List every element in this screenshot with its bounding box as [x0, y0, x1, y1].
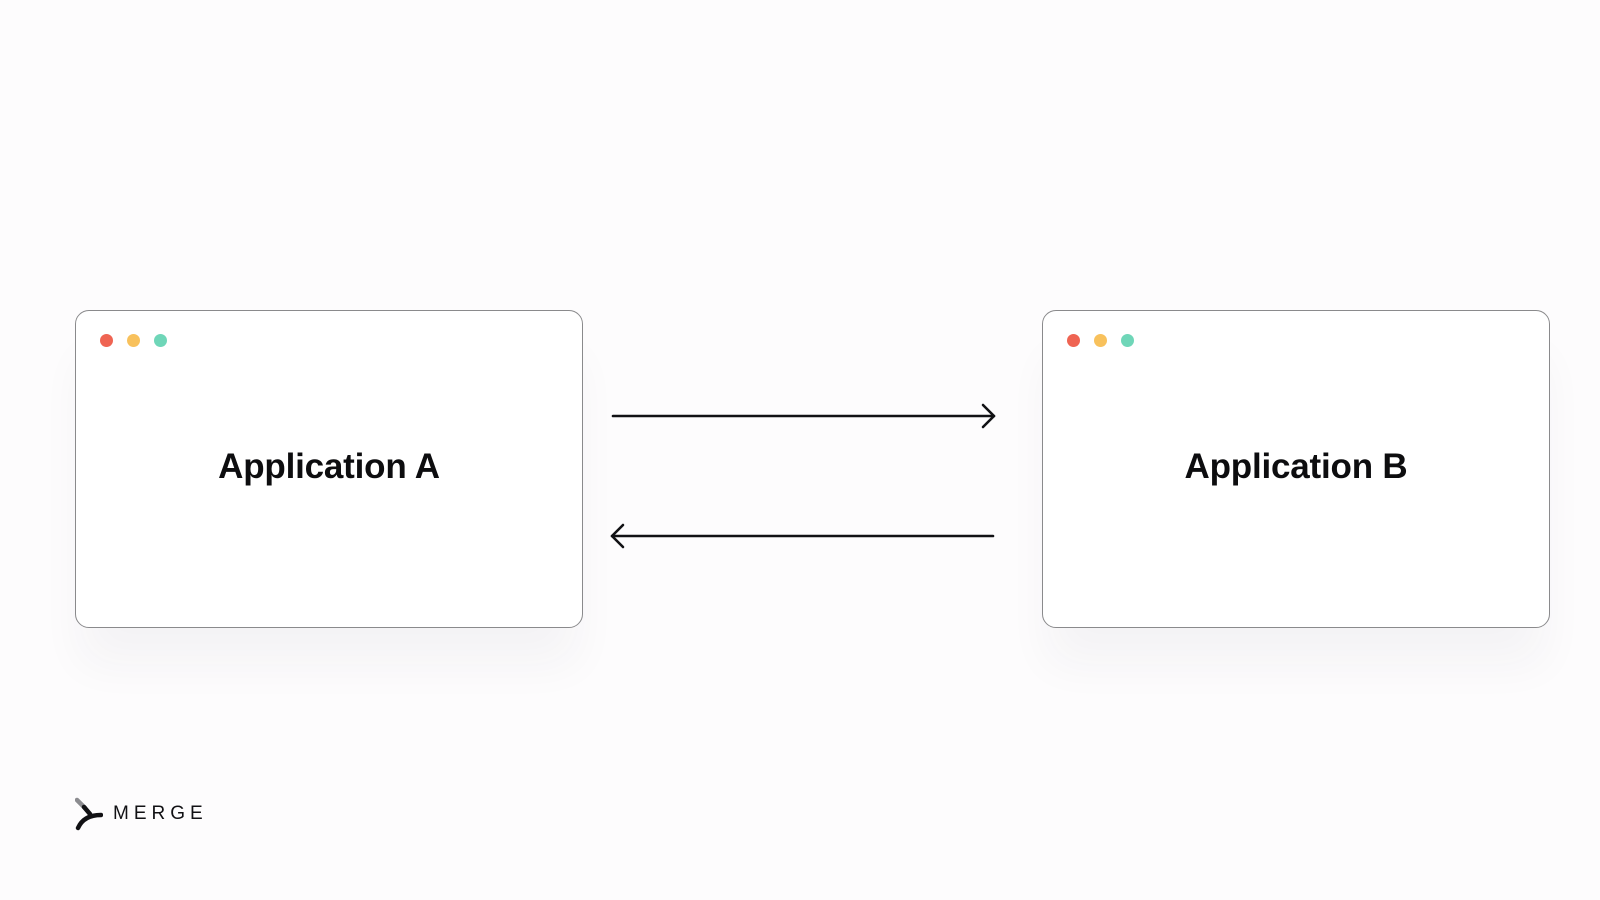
application-b-window: Application B	[1042, 310, 1550, 628]
minimize-dot-icon	[1094, 334, 1107, 347]
maximize-dot-icon	[1121, 334, 1134, 347]
application-a-label: Application A	[218, 447, 440, 486]
arrow-b-to-a	[610, 523, 995, 549]
minimize-dot-icon	[127, 334, 140, 347]
brand: MERGE	[75, 797, 208, 831]
window-controls	[100, 334, 167, 347]
application-b-label: Application B	[1184, 447, 1408, 486]
close-dot-icon	[1067, 334, 1080, 347]
arrow-a-to-b	[611, 403, 996, 429]
window-controls	[1067, 334, 1134, 347]
application-a-window: Application A	[75, 310, 583, 628]
maximize-dot-icon	[154, 334, 167, 347]
close-dot-icon	[100, 334, 113, 347]
merge-logo-icon	[75, 797, 103, 831]
brand-name: MERGE	[113, 803, 208, 824]
